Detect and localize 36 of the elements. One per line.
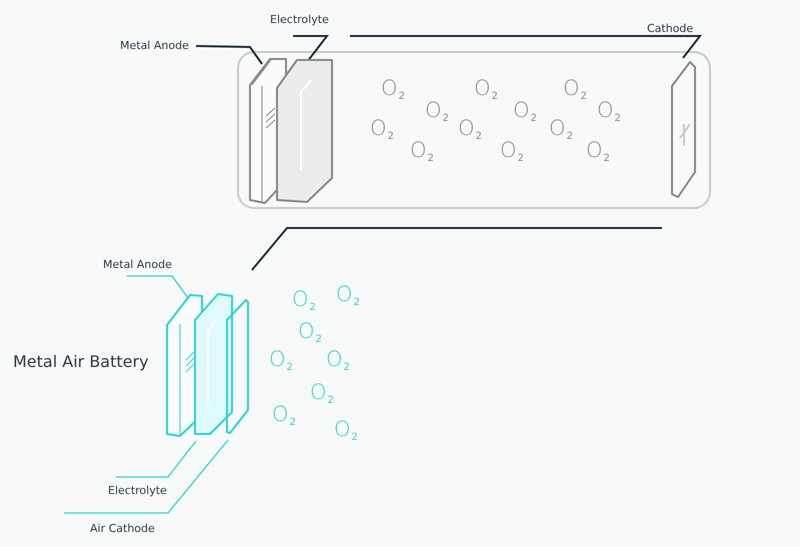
oxygen-molecule-label: O$_{2}$ [410, 139, 434, 166]
oxygen-molecule-label: O$_{2}$ [272, 403, 296, 430]
oxygen-molecule-label: O$_{2}$ [334, 418, 358, 445]
oxygen-molecule-label: O$_{2}$ [563, 77, 587, 104]
oxygen-molecule-label: O$_{2}$ [298, 320, 322, 347]
oxygen-molecule-label: O$_{2}$ [586, 139, 610, 166]
leader-line [349, 35, 702, 59]
oxygen-molecule-label: O$_{2}$ [292, 288, 316, 315]
part-label: Cathode [647, 22, 694, 35]
oxygen-molecule-label: O$_{2}$ [474, 77, 498, 104]
leader-line [127, 275, 189, 298]
leader-line [196, 45, 263, 65]
oxygen-molecule-label: O$_{2}$ [336, 283, 360, 310]
oxygen-molecule-label: O$_{2}$ [425, 99, 449, 126]
part-label: Metal Anode [103, 258, 172, 271]
part-label: Electrolyte [108, 484, 167, 497]
oxygen-molecule-label: O$_{2}$ [269, 348, 293, 375]
part-label: Metal Anode [120, 39, 189, 52]
oxygen-molecule-label: O$_{2}$ [458, 117, 482, 144]
electrolyte-plate [194, 293, 233, 435]
part-label: Electrolyte [270, 13, 329, 26]
cathode-plate [671, 61, 696, 198]
part-label: Air Cathode [90, 522, 155, 535]
cathode-plate [226, 299, 249, 434]
oxygen-molecule-label: O$_{2}$ [549, 117, 573, 144]
leader-line [116, 440, 197, 478]
oxygen-molecule-label: O$_{2}$ [597, 99, 621, 126]
oxygen-molecule-label: O$_{2}$ [500, 139, 524, 166]
leader-line [64, 440, 228, 514]
oxygen-molecule-label: O$_{2}$ [326, 348, 350, 375]
oxygen-molecule-label: O$_{2}$ [513, 99, 537, 126]
oxygen-molecule-label: O$_{2}$ [381, 77, 405, 104]
oxygen-molecule-label: O$_{2}$ [310, 381, 334, 408]
battery-label: Metal Air Battery [13, 352, 149, 372]
oxygen-molecule-label: O$_{2}$ [370, 117, 394, 144]
electrolyte-plate [276, 59, 333, 203]
